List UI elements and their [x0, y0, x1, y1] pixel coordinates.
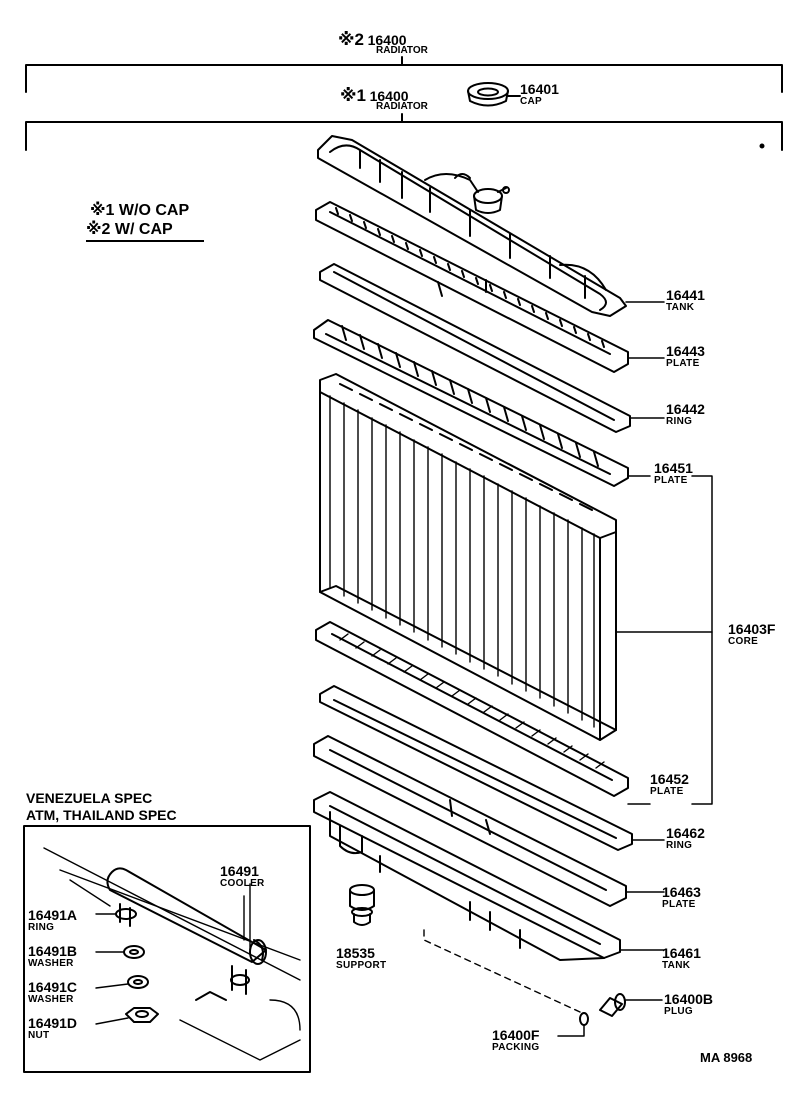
label-plate-16452: 16452 PLATE	[650, 772, 689, 797]
tank-lower-name: TANK	[662, 960, 691, 971]
label-plate-16443: 16443 PLATE	[666, 344, 705, 369]
plate-16443-name: PLATE	[666, 358, 700, 369]
header-name-2: RADIATOR	[376, 45, 428, 56]
header-mark-2: ※2	[338, 30, 364, 49]
plate-16451-name: PLATE	[654, 475, 688, 486]
inset-drawing	[23, 825, 311, 1073]
plate-16463-name: PLATE	[662, 899, 696, 910]
ring-16442-name: RING	[666, 416, 693, 427]
washer-b-number: 16491B	[28, 943, 78, 959]
packing-number: 16400F	[492, 1027, 540, 1043]
radiator-wo-cap-name: RADIATOR	[376, 101, 428, 112]
label-cap: 16401 CAP	[520, 82, 559, 107]
label-cooler-16491: 16491 COOLER	[220, 864, 265, 889]
header-name-1: RADIATOR	[376, 101, 428, 112]
speck-mark	[759, 143, 765, 149]
radiator-wo-cap-header: ※1 16400	[340, 86, 409, 106]
ring-16462-name: RING	[666, 840, 693, 851]
nut-number: 16491D	[28, 1015, 78, 1031]
legend-w-cap: ※2 W/ CAP	[86, 219, 204, 242]
ring-16442-number: 16442	[666, 401, 705, 417]
plate-16443-drawing	[315, 201, 629, 373]
support-number: 18535	[336, 945, 375, 961]
drawing-code: MA 8968	[700, 1050, 753, 1065]
header-mark-1: ※1	[340, 86, 366, 105]
cap-number: 16401	[520, 81, 559, 97]
label-washer-16491C: 16491C WASHER	[28, 980, 77, 1005]
upper-tank-16441-drawing	[317, 135, 627, 317]
radiator-w-cap-name: RADIATOR	[376, 45, 428, 56]
washer-c-name: WASHER	[28, 994, 74, 1005]
header-number-1: 16400	[369, 88, 409, 104]
radiator-w-cap-bracket	[25, 56, 783, 93]
label-washer-16491B: 16491B WASHER	[28, 944, 77, 969]
header-number-2: 16400	[367, 32, 407, 48]
label-nut-16491D: 16491D NUT	[28, 1016, 77, 1041]
support-name: SUPPORT	[336, 960, 387, 971]
label-ring-16462: 16462 RING	[666, 826, 705, 851]
ring-16491A-number: 16491A	[28, 907, 78, 923]
plate-16452-number: 16452	[650, 771, 689, 787]
washer-b-name: WASHER	[28, 958, 74, 969]
packing-16400F-drawing	[557, 1012, 589, 1037]
label-ring-16491A: 16491A RING	[28, 908, 77, 933]
leader-lines	[619, 301, 713, 951]
tank-upper-name: TANK	[666, 302, 695, 313]
label-plate-16463: 16463 PLATE	[662, 885, 701, 910]
cap-16401-drawing	[467, 82, 521, 107]
washer-c-number: 16491C	[28, 979, 78, 995]
ring-16491A-name: RING	[28, 922, 55, 933]
plug-number: 16400B	[664, 991, 714, 1007]
cooler-number: 16491	[220, 863, 259, 879]
lower-tank-16461-drawing	[313, 791, 621, 961]
plate-16463-drawing	[313, 735, 627, 907]
label-packing-16400F: 16400F PACKING	[492, 1028, 539, 1053]
core-name: CORE	[728, 636, 759, 647]
plate-16463-number: 16463	[662, 884, 701, 900]
label-tank-16461: 16461 TANK	[662, 946, 701, 971]
label-ring-16442: 16442 RING	[666, 402, 705, 427]
plate-16451-drawing	[313, 319, 629, 487]
radiator-w-cap-header: ※2 16400	[338, 30, 407, 50]
core-16403F-drawing	[319, 373, 713, 741]
plug-name: PLUG	[664, 1006, 693, 1017]
label-plate-16451: 16451 PLATE	[654, 461, 693, 486]
ring-16462-drawing	[319, 685, 633, 851]
plug-16400B-drawing	[599, 993, 663, 1017]
cap-name: CAP	[520, 96, 543, 107]
core-number: 16403F	[728, 621, 776, 637]
plate-16451-number: 16451	[654, 460, 693, 476]
inset-title-2: ATM, THAILAND SPEC	[26, 807, 177, 823]
support-18535-drawing	[349, 884, 375, 926]
radiator-wo-cap-bracket	[25, 113, 783, 151]
plate-16452-drawing	[315, 621, 629, 797]
label-core-16403F: 16403F CORE	[728, 622, 775, 647]
plate-16443-number: 16443	[666, 343, 705, 359]
tank-lower-number: 16461	[662, 945, 701, 961]
ring-16442-drawing	[319, 263, 631, 433]
packing-name: PACKING	[492, 1042, 540, 1053]
label-support-18535: 18535 SUPPORT	[336, 946, 386, 971]
ring-16462-number: 16462	[666, 825, 705, 841]
plug-dashed-guide	[423, 929, 581, 1013]
label-tank-16441: 16441 TANK	[666, 288, 705, 313]
nut-name: NUT	[28, 1030, 50, 1041]
label-plug-16400B: 16400B PLUG	[664, 992, 713, 1017]
plate-16452-name: PLATE	[650, 786, 684, 797]
inset-title-1: VENEZUELA SPEC	[26, 790, 153, 806]
tank-upper-number: 16441	[666, 287, 705, 303]
cooler-name: COOLER	[220, 878, 265, 889]
legend-wo-cap: ※1 W/O CAP	[90, 202, 190, 219]
